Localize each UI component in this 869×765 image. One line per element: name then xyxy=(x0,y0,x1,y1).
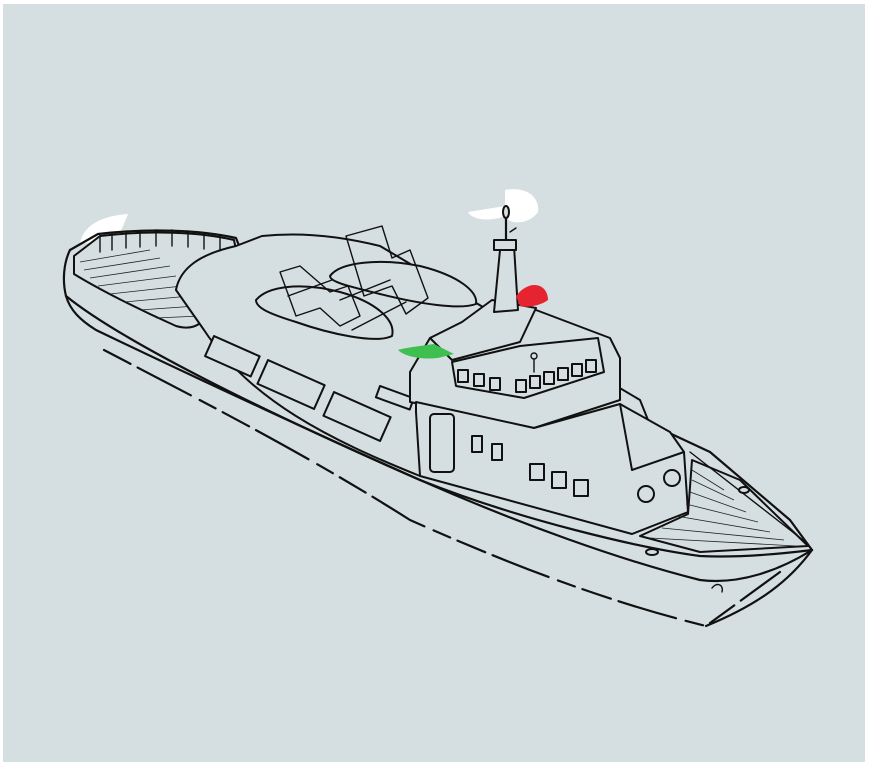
illustration-frame xyxy=(3,4,865,762)
hull xyxy=(62,229,814,628)
starboard-green-light-sector xyxy=(398,344,454,359)
port-red-light-sector xyxy=(516,284,548,307)
wheelhouse xyxy=(409,299,621,429)
forward-cabin xyxy=(415,401,689,535)
mast xyxy=(493,205,519,313)
wheelhouse-windows xyxy=(457,359,597,393)
side-window xyxy=(204,335,261,378)
deck-hatch xyxy=(374,385,415,411)
yacht-navigation-lights-diagram xyxy=(3,4,865,762)
side-window xyxy=(256,359,326,410)
side-window xyxy=(322,391,392,442)
tender-boats xyxy=(255,225,478,340)
masthead-white-light-sector xyxy=(468,189,539,223)
bow-deck xyxy=(639,451,809,556)
